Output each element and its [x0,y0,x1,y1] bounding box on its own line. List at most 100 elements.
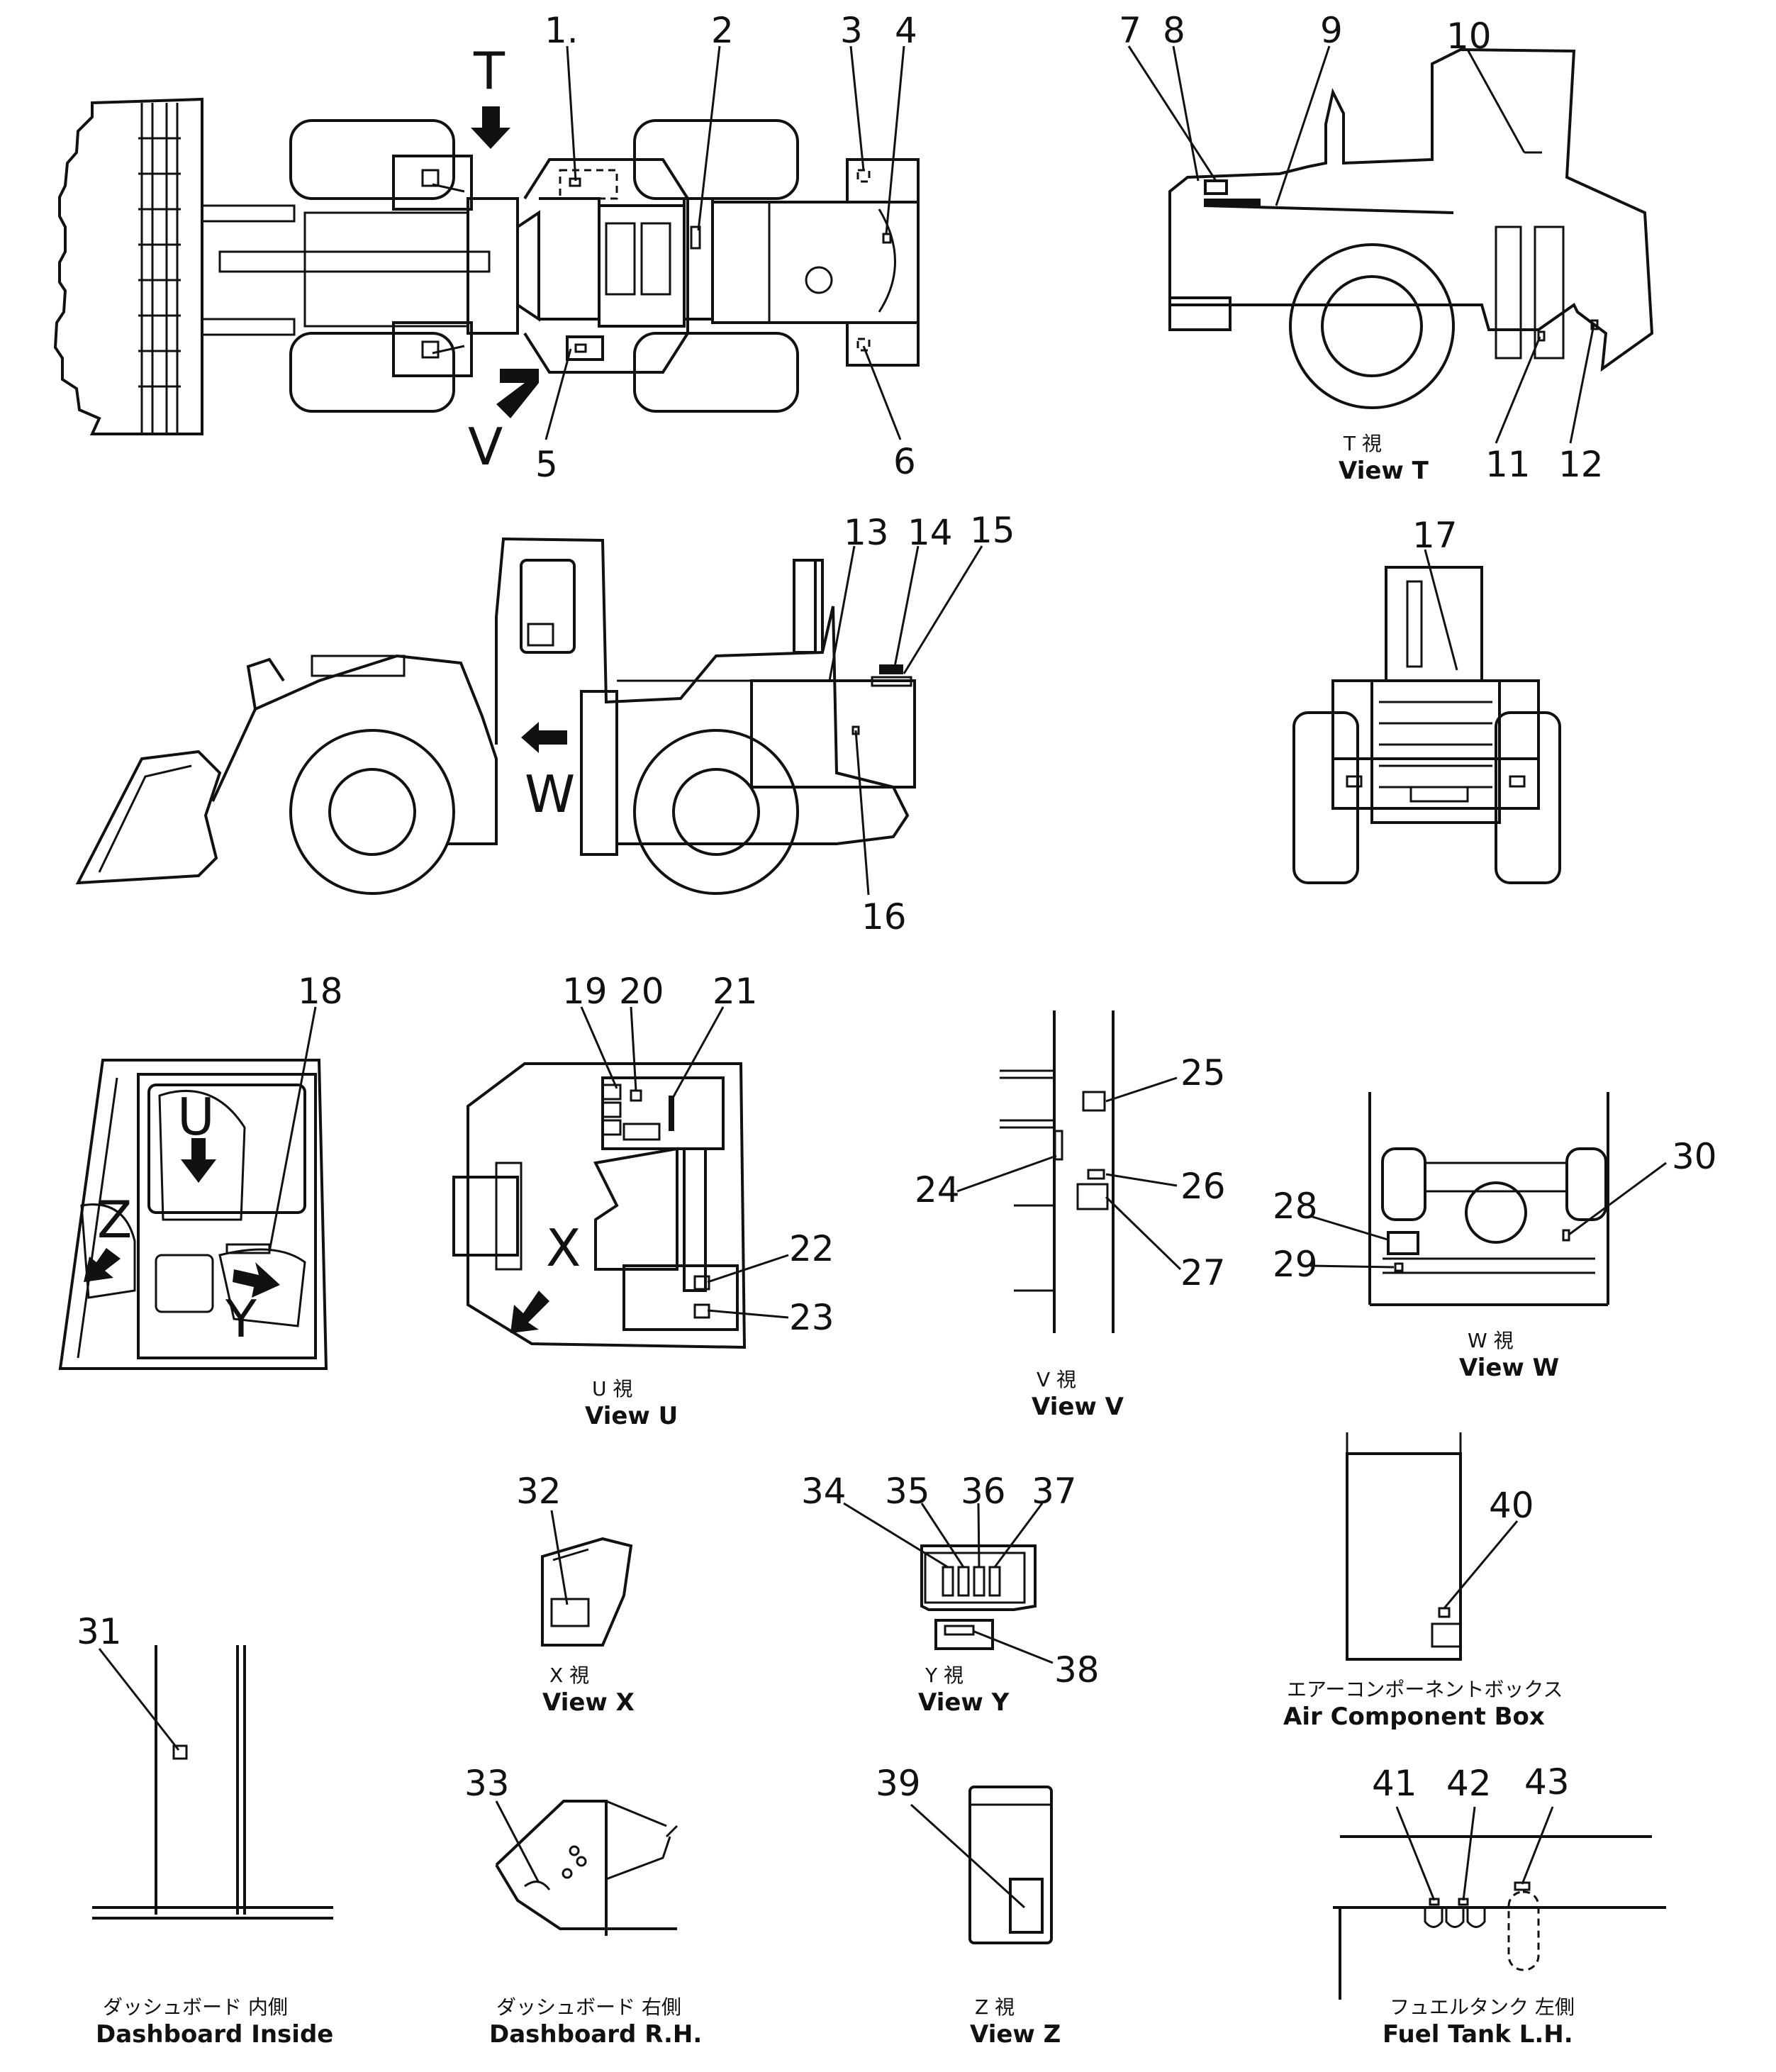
callout-number: 26 [1180,1166,1226,1207]
callout-number: 15 [970,510,1015,551]
callout-number: 3 [840,10,863,51]
caption-view-t-jp: T 視 [1343,432,1382,455]
callout-number: 10 [1446,16,1492,57]
caption-view-z-en: View Z [970,2020,1061,2049]
callout-leader [697,45,721,231]
view-v-drawing [1000,1010,1115,1333]
callout-leader [977,1503,981,1568]
callout-number: 12 [1558,444,1604,485]
callout-leader [1569,324,1595,444]
caption-view-y-jp: Y 視 [925,1664,964,1687]
callout-number: 2 [711,10,734,51]
callout-number: 1. [544,10,579,51]
callout-leader [1309,1264,1395,1269]
caption-dashboard-inside-en: Dashboard Inside [96,2020,333,2049]
view-arrow-label-x: X [546,1218,581,1278]
side-view-drawing [75,537,916,895]
callout-number: 23 [789,1297,834,1338]
caption-view-w-en: View W [1459,1354,1559,1382]
callout-leader [550,1510,569,1605]
callout-leader [566,45,577,182]
caption-view-u-jp: U 視 [592,1377,632,1400]
caption-view-t-en: View T [1339,457,1429,485]
callout-leader [1521,1806,1554,1885]
callout-number: 37 [1032,1471,1077,1512]
cab-view-drawing [58,1059,328,1370]
callout-number: 42 [1446,1763,1492,1804]
callout-leader [993,1503,1044,1568]
callout-leader [495,1800,540,1883]
callout-number: 8 [1163,10,1185,51]
callout-number: 9 [1320,10,1343,51]
caption-fuel-tank-en: Fuel Tank L.H. [1383,2020,1573,2049]
callout-leader [1127,45,1217,182]
fuel-tank-drawing [1333,1835,1666,2000]
callout-number: 5 [535,444,558,485]
callout-leader [1395,1806,1436,1901]
callout-leader [1309,1215,1388,1241]
view-x-drawing [541,1537,633,1647]
callout-number: 33 [464,1763,510,1804]
callout-leader [1466,49,1526,153]
callout-leader [1172,45,1200,182]
callout-leader [1443,1520,1519,1609]
view-arrow-label-u: U [177,1087,215,1147]
callout-leader [910,1803,1026,1909]
callout-leader [707,1254,789,1283]
view-arrow-label-w: W [525,764,575,824]
callout-leader [671,1006,725,1100]
callout-number: 38 [1054,1649,1100,1691]
callout-number: 18 [298,971,343,1012]
callout-number: 17 [1412,515,1458,556]
callout-number: 29 [1273,1244,1318,1285]
callout-number: 25 [1180,1052,1226,1093]
caption-view-y-en: View Y [918,1688,1010,1717]
caption-dashboard-rh-jp: ダッシュボード 右側 [496,1995,681,2019]
caption-dashboard-rh-en: Dashboard R.H. [489,2020,702,2049]
callout-leader [1275,45,1331,206]
dashboard-rh-drawing [495,1800,678,1936]
callout-number: 13 [844,512,889,553]
callout-leader [1462,1806,1476,1901]
caption-view-x-en: View X [542,1688,635,1717]
callout-number: 28 [1273,1186,1318,1227]
callout-number: 19 [562,971,608,1012]
view-w-drawing [1368,1092,1609,1306]
callout-leader [1105,1076,1178,1103]
callout-number: 32 [516,1471,562,1512]
callout-leader [885,45,905,235]
callout-number: 43 [1524,1761,1570,1803]
caption-view-w-jp: W 視 [1468,1329,1514,1352]
callout-leader [1424,549,1458,671]
view-arrow-label-z: Z [97,1190,132,1249]
callout-number: 22 [789,1228,834,1269]
callout-number: 20 [619,971,664,1012]
callout-number: 35 [885,1471,930,1512]
caption-air-box-en: Air Component Box [1283,1703,1545,1731]
top-view-drawing [53,97,920,435]
view-t-drawing [1168,48,1654,409]
caption-view-z-jp: Z 視 [975,1995,1015,2019]
callout-leader [956,1154,1057,1193]
callout-number: 39 [876,1763,921,1804]
rear-view-drawing [1292,566,1561,884]
view-z-drawing [968,1786,1053,1944]
air-component-box-drawing [1346,1432,1462,1661]
callout-leader [630,1006,637,1091]
callout-number: 40 [1489,1485,1534,1526]
caption-fuel-tank-jp: フュエルタンク 左側 [1390,1995,1575,2019]
callout-number: 31 [77,1611,122,1652]
callout-leader [1495,336,1541,444]
callout-leader [849,45,865,171]
caption-air-box-jp: エアーコンポーネントボックス [1287,1678,1563,1701]
callout-number: 4 [895,10,917,51]
caption-view-u-en: View U [585,1402,678,1430]
callout-leader [920,1503,965,1568]
callout-leader [893,545,920,667]
callout-number: 14 [907,512,953,553]
callout-leader [843,1502,949,1569]
view-arrow-label-t: T [473,41,506,101]
callout-number: 27 [1180,1252,1226,1293]
